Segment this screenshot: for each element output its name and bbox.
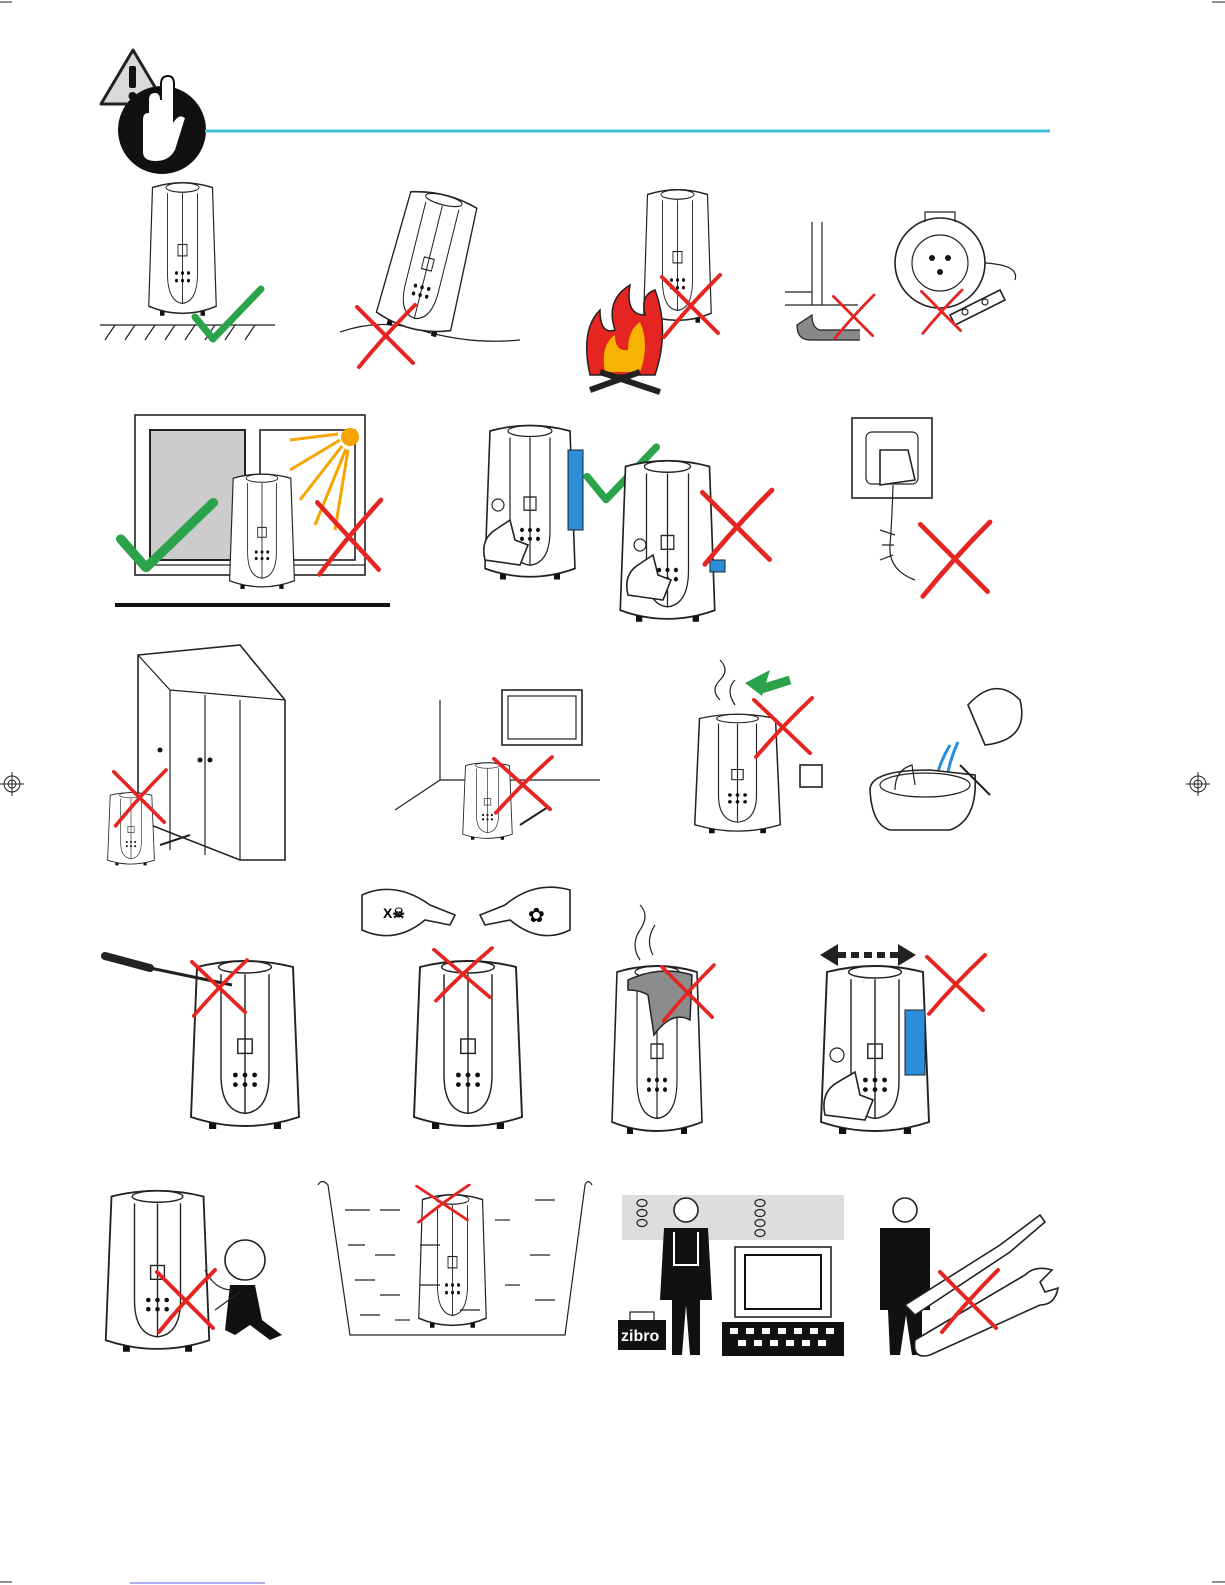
illustration-cover-outlet: [612, 905, 714, 1134]
illustration-immersion: [318, 1182, 592, 1336]
illustration-near-fire: [587, 190, 720, 392]
illustration-near-wall-electronics: [395, 690, 600, 840]
illustration-uneven-surface: [340, 186, 520, 367]
cross-icon: [920, 522, 990, 596]
zibro-logo: zibro: [621, 1328, 659, 1345]
svg-text:✿: ✿: [528, 903, 545, 927]
toolbox-icon: zibro: [618, 1312, 666, 1350]
child-icon: [205, 1240, 282, 1340]
illustration-switch-on-water-level: [484, 426, 772, 622]
illustration-near-furniture: [108, 645, 285, 865]
skull-icon: X☠: [362, 889, 455, 935]
warning-header: [101, 50, 1050, 174]
cross-icon: [927, 955, 985, 1014]
illustration-authorized-service: zibro: [618, 1195, 844, 1356]
illustration-screwdriver: [105, 956, 299, 1129]
illustration-move-while-on: [820, 944, 985, 1134]
fire-icon: [587, 285, 663, 392]
svg-text:X☠: X☠: [383, 905, 405, 921]
person-icon: [880, 1198, 930, 1355]
illustration-additives: X☠ ✿: [362, 887, 570, 1129]
illustration-level-surface: [100, 183, 275, 340]
arrow-icon: [745, 670, 790, 696]
arrow-icon: [820, 944, 916, 966]
illustration-tank-filling: [870, 689, 1022, 830]
flower-icon: ✿: [480, 887, 570, 935]
illustration-children: [106, 1191, 282, 1352]
illustration-pinched-cord-extension: [785, 212, 1016, 340]
computer-icon: [722, 1247, 844, 1356]
illustration-self-repair: [880, 1198, 1058, 1356]
illustration-damaged-cord: [852, 418, 990, 596]
cross-icon: [702, 490, 772, 564]
registration-mark-right: [1186, 772, 1210, 796]
registration-mark-left: [0, 772, 24, 796]
illustration-touch-mist-outlet: [695, 660, 822, 833]
illustration-window-sunlight: [115, 415, 390, 605]
